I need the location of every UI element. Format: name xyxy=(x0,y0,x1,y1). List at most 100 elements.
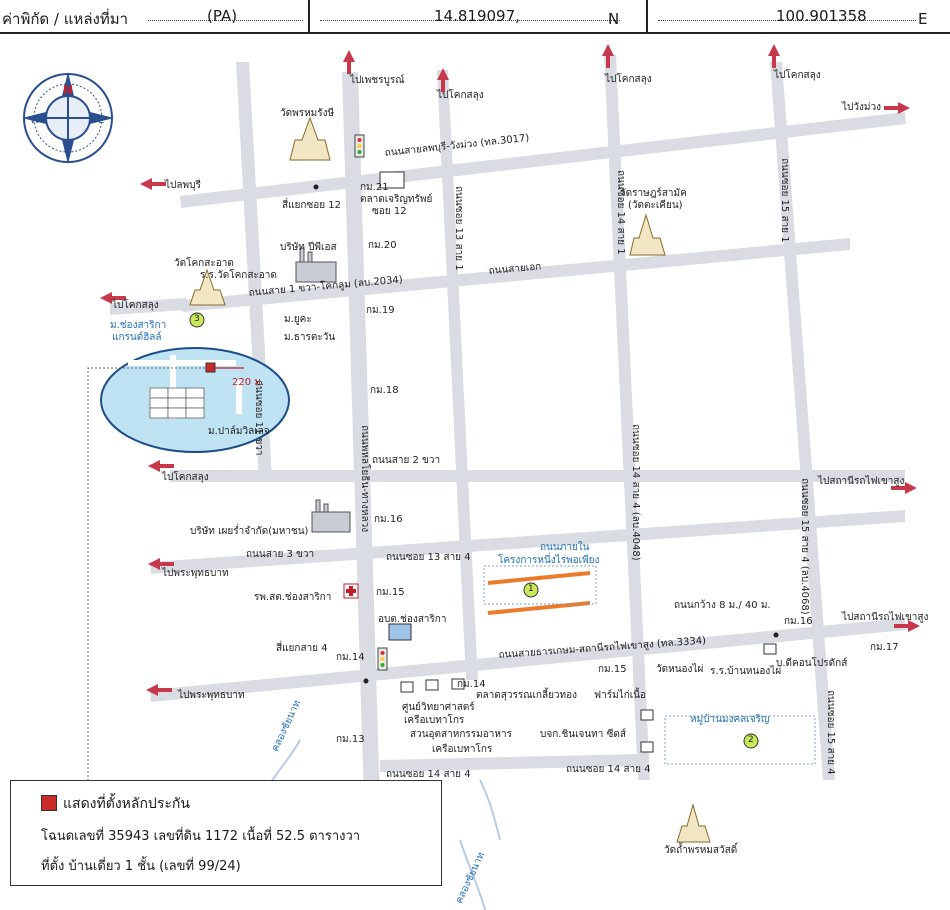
label-talat: ตลาดเจริญทรัพย์ xyxy=(360,194,433,205)
label-to-khoksalung-west: ไปโคกสลุง xyxy=(112,300,159,311)
arrow-west-khoksalung xyxy=(100,292,112,304)
building-2 xyxy=(425,679,439,691)
header-dots-2 xyxy=(320,20,620,21)
arrow-north-khoksalung-2 xyxy=(602,44,614,56)
building-3 xyxy=(451,678,465,690)
label-wat-phrom: วัดพรหมรังษี xyxy=(280,108,335,119)
label-km19: กม.19 xyxy=(366,305,395,316)
coordinate-header: ค่าพิกัด / แหล่งที่มา (PA) 14.819097, N … xyxy=(0,0,950,34)
canal-line-3 xyxy=(479,779,501,841)
label-talat-sa: ตลาดสุวรรณเกลี้ยวทอง xyxy=(476,690,578,701)
arrow-west-phraphutthabat-2 xyxy=(146,684,158,696)
label-road-soi15-4: ถนนซอย 15 สาย 4 (ลบ.4068) xyxy=(799,478,810,615)
legend-box: แสดงที่ตั้งหลักประกัน โฉนดเลขที่ 35943 เ… xyxy=(10,780,442,886)
header-latitude: 14.819097, xyxy=(434,7,520,25)
label-km20: กม.20 xyxy=(368,240,397,251)
marker-1-circle xyxy=(523,582,539,598)
village-road-v xyxy=(170,355,176,419)
label-sriyaek-12: สี่แยกซอย 12 xyxy=(282,200,342,211)
numbered-markers xyxy=(189,312,759,749)
label-village-yukon: ม.ยูคะ xyxy=(284,314,312,325)
label-to-phetchabun: ไปเพชรบูรณ์ xyxy=(350,75,405,86)
village-road-h xyxy=(128,360,236,366)
road-soi14-sai4 xyxy=(380,754,640,772)
label-dealer: บ.ดีคอนโปรดักส์ xyxy=(776,658,848,669)
label-company-chin: บจก.ชินเจนทา ซีดส์ xyxy=(540,729,626,740)
label-marker-2: 2 xyxy=(748,735,754,745)
label-village-grand-2: แกรนด์ฮิลล์ xyxy=(112,332,162,343)
arrow-east-station xyxy=(905,482,917,494)
building-farm xyxy=(640,709,654,721)
arrow-north-khoksalung-1 xyxy=(437,68,449,80)
arrow-west-phraphutthabat xyxy=(148,558,160,570)
label-road-soi14-4-bottom-1: ถนนซอย 14 สาย 4 xyxy=(386,769,471,780)
road-sai3 xyxy=(150,510,905,574)
header-cell-lat: 14.819097, N xyxy=(310,0,648,32)
label-road-inner: ถนนภายใน xyxy=(540,542,590,553)
header-label: ค่าพิกัด / แหล่งที่มา xyxy=(2,10,129,28)
header-cell-source: ค่าพิกัด / แหล่งที่มา (PA) xyxy=(0,0,310,32)
road-soi13 xyxy=(437,70,478,680)
label-road-width: ถนนกว้าง 8 ม./ 40 ม. xyxy=(674,600,771,611)
label-road-soi13-4: ถนนซอย 13 สาย 4 xyxy=(386,552,471,563)
label-school-khok: ร.ร.วัดโคกสะอาด xyxy=(200,270,277,281)
label-center-2: เครือเบทาโกร xyxy=(404,715,465,726)
label-km14: กม.14 xyxy=(336,652,365,663)
label-distance: 220 ม. xyxy=(232,377,265,388)
label-to-phraphutthabat-2: ไปพระพุทธบาท xyxy=(178,690,245,701)
arrow-east-station-2 xyxy=(908,620,920,632)
label-to-wangmuang: ไปวังม่วง xyxy=(842,102,881,113)
road-sai2 xyxy=(170,470,905,482)
label-road-soi14-4: ถนนซอย 14 สาย 4 (ลบ.4048) xyxy=(630,424,641,561)
label-industry-2: เครือเบทาโกร xyxy=(432,744,493,755)
label-village-tara: ม.ธารตะวัน xyxy=(284,332,336,343)
label-to-khoksalung-2: ไปโคกสลุง xyxy=(605,74,652,85)
hospital-icon xyxy=(343,583,359,599)
marker-3-circle xyxy=(189,312,205,328)
label-sriyaek-4: สี่แยกสาย 4 xyxy=(276,643,328,654)
label-km17: กม.17 xyxy=(870,642,899,653)
arrow-west-lopburi xyxy=(140,178,152,190)
temple-icon-3 xyxy=(629,213,666,256)
label-km18: กม.18 xyxy=(370,385,399,396)
compass-s: S xyxy=(64,145,70,156)
marker-2-circle xyxy=(743,733,759,749)
buildings xyxy=(379,171,777,753)
label-to-station-east: ไปสถานีรถไฟเขาสูง xyxy=(818,476,905,487)
label-km15b: กม.15 xyxy=(598,664,627,675)
village-area xyxy=(100,347,290,453)
label-wat-rang: วัดราษฎร์สามัค xyxy=(620,188,687,199)
compass-n: N xyxy=(63,83,73,97)
label-wat-nong: วัดหนองไผ่ xyxy=(656,664,704,675)
label-to-phraphutthabat-1: ไปพระพุทธบาท xyxy=(162,568,229,579)
road-soi14 xyxy=(604,55,650,780)
road-main-3334 xyxy=(150,618,906,702)
label-road-sai3: ถนนสาย 3 ขวา xyxy=(246,549,315,560)
compass-w: W xyxy=(30,115,40,126)
label-road-soi13: ถนนซอย 13 สาย 1 xyxy=(453,186,464,271)
factories xyxy=(295,247,351,533)
factory-icon-1 xyxy=(295,261,337,283)
label-village-mongkol: หมู่บ้านมงคลเจริญ xyxy=(690,714,770,725)
label-hospital: รพ.สต.ช่องสาริกา xyxy=(254,592,332,603)
project-lines xyxy=(487,571,591,615)
village-plots xyxy=(149,387,205,419)
arrow-west-khoksalung-2 xyxy=(148,460,160,472)
header-longitude: 100.901358 xyxy=(776,7,867,25)
legend-line-1: โฉนดเลขที่ 35943 เลขที่ดิน 1172 เนื้อที่… xyxy=(41,829,361,844)
header-source: (PA) xyxy=(207,7,238,25)
label-road-soi15-1: ถนนซอย 15 สาย 1 xyxy=(779,158,790,243)
label-road-inner-2: โครงการหนึ่งไร่พอเพียง xyxy=(498,555,600,566)
label-km15: กม.15 xyxy=(376,587,405,598)
label-km21: กม.21 xyxy=(360,182,389,193)
label-km16: กม.16 xyxy=(374,514,403,525)
label-to-khoksalung-3: ไปโคกสลุง xyxy=(774,70,821,81)
road-left-west xyxy=(110,298,186,315)
building-1 xyxy=(400,681,414,693)
arrow-north-khoksalung-3 xyxy=(768,44,780,56)
label-marker-1: 1 xyxy=(528,584,534,594)
building-dealer xyxy=(763,643,777,655)
traffic-lights xyxy=(354,134,388,671)
temple-icon-1 xyxy=(289,116,331,161)
label-marker-3: 3 xyxy=(194,314,200,324)
